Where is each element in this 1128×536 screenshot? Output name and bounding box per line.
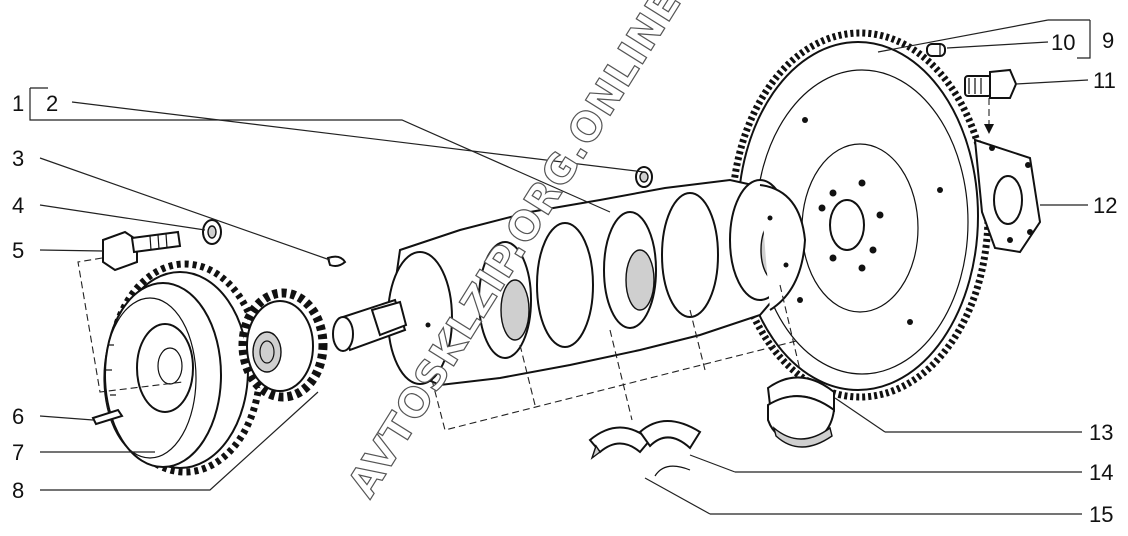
pulley-washer	[202, 219, 222, 245]
pulley-bolt	[102, 230, 182, 272]
callout-labels: 1 2 3 4 5 6 7 8 9 10 11 12 13 14 15	[12, 28, 1117, 527]
callout-1: 1	[12, 91, 24, 116]
crankshaft-plug	[635, 166, 653, 188]
dowel-pin-flywheel	[926, 43, 946, 57]
flywheel-plate	[973, 138, 1042, 254]
callout-10: 10	[1051, 30, 1075, 55]
callout-11: 11	[1093, 68, 1116, 93]
callout-2: 2	[46, 91, 58, 116]
timing-gear	[238, 288, 328, 402]
callout-14: 14	[1089, 460, 1113, 485]
callout-9: 9	[1102, 28, 1114, 53]
flywheel-bolt	[964, 68, 1018, 99]
callout-13: 13	[1089, 420, 1113, 445]
callout-8: 8	[12, 478, 24, 503]
leader-lines	[29, 19, 1091, 515]
callout-7: 7	[12, 440, 24, 465]
callout-12: 12	[1093, 193, 1117, 218]
assembly-guide-lines	[77, 98, 994, 431]
callout-5: 5	[12, 238, 24, 263]
crankshaft-pulley	[103, 260, 264, 476]
pulley-key	[91, 408, 124, 426]
callout-3: 3	[12, 146, 24, 171]
main-bearing-shells	[766, 376, 836, 448]
crankshaft-snout	[332, 298, 408, 352]
callout-4: 4	[12, 193, 24, 218]
callout-6: 6	[12, 404, 24, 429]
thrust-washers	[588, 420, 702, 477]
callout-15: 15	[1089, 502, 1113, 527]
gear-key	[326, 255, 347, 267]
crankshaft	[387, 178, 807, 387]
